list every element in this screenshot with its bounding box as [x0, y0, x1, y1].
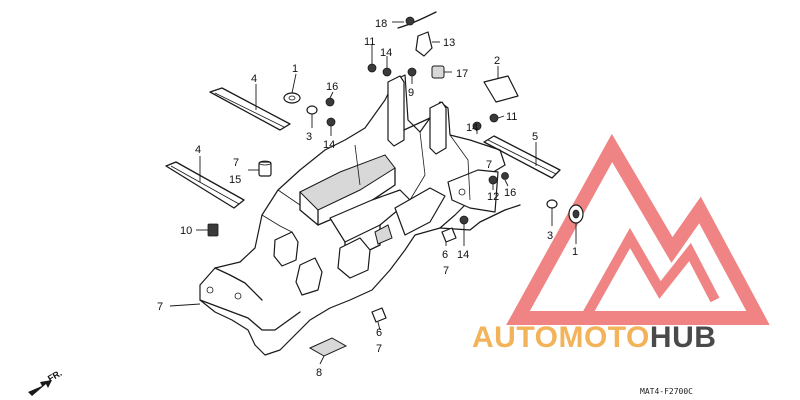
part-4-strap-upper — [209, 87, 291, 131]
callout-c20: 16 — [504, 187, 516, 199]
front-label: FR. — [46, 368, 64, 384]
part-15-collar — [258, 160, 272, 177]
part-3-washer-right — [546, 199, 558, 209]
callout-numbers: 18 13 11 14 17 9 2 4 1 16 3 14 11 14 5 4… — [157, 18, 578, 379]
callout-c8: 4 — [251, 73, 257, 85]
part-2-pad — [483, 75, 519, 103]
callout-c12: 14 — [323, 139, 335, 151]
part-5-strap-right — [483, 135, 561, 179]
watermark-logo — [506, 133, 770, 325]
callout-c17: 7 — [233, 157, 239, 169]
part-18-cable-tie — [397, 11, 437, 29]
part-1-grommet-upper — [283, 92, 301, 104]
part-16-bolt-upper — [325, 97, 335, 107]
watermark-triangle-outer — [506, 133, 770, 325]
part-9-nut — [407, 67, 417, 77]
callout-c11: 3 — [306, 131, 312, 143]
part-4-strap-lower — [165, 161, 245, 209]
callout-c7: 2 — [494, 55, 500, 67]
leader-lines — [169, 21, 577, 365]
part-17-grommet — [431, 65, 445, 79]
part-12-bolt — [488, 175, 498, 185]
part-10-clip — [207, 223, 219, 237]
callout-c3: 11 — [364, 36, 375, 48]
callout-c21: 7 — [486, 159, 492, 171]
part-11-nut-right — [489, 113, 499, 123]
part-14-nut-top — [382, 67, 392, 77]
callout-c4: 14 — [380, 47, 392, 59]
callout-c1: 18 — [375, 18, 387, 30]
callout-c13: 11 — [506, 111, 517, 123]
part-16-bolt-right — [501, 172, 509, 180]
part-1-grommet-right — [568, 204, 584, 224]
rear-fender-frame — [199, 74, 521, 356]
watermark-brand-part1: AUTOMOTO — [472, 321, 650, 354]
part-3-washer-upper — [306, 105, 318, 115]
front-direction-indicator: FR. — [28, 368, 64, 396]
callout-c31: 8 — [316, 367, 322, 379]
callout-c28: 7 — [157, 301, 163, 313]
callout-c14: 14 — [466, 122, 478, 134]
svg-text:AUTOMOTOHUB: AUTOMOTOHUB — [472, 321, 716, 354]
part-13-clip — [415, 31, 433, 57]
part-6-clip-lower — [371, 307, 387, 323]
callout-c10: 16 — [326, 81, 338, 93]
callout-c9: 1 — [292, 63, 298, 75]
front-arrow-icon — [28, 380, 52, 396]
part-14-nut-mid — [459, 215, 469, 225]
callout-c6: 9 — [408, 87, 414, 99]
callout-c15: 5 — [532, 131, 538, 143]
watermark-brand: AUTOMOTOHUB — [472, 321, 716, 354]
callout-c19: 12 — [487, 191, 499, 203]
callout-c18: 15 — [229, 174, 241, 186]
callout-c23: 3 — [547, 230, 553, 242]
part-11-nut-top — [367, 63, 377, 73]
callout-c25: 6 — [442, 249, 448, 261]
part-8-pad — [308, 337, 348, 357]
callout-c2: 13 — [443, 37, 455, 49]
part-14-nut-left — [326, 117, 336, 127]
callout-c29: 6 — [376, 327, 382, 339]
callout-c22: 10 — [180, 225, 192, 237]
watermark-brand-part2: HUB — [650, 321, 717, 354]
callout-c16: 4 — [195, 144, 201, 156]
callout-c24: 1 — [572, 246, 578, 258]
part-6-clip-mid — [441, 227, 457, 243]
callout-c5: 17 — [456, 68, 468, 80]
callout-c30: 7 — [376, 343, 382, 355]
callout-c26: 14 — [457, 249, 469, 261]
callout-c27: 7 — [443, 265, 449, 277]
watermark-triangle-inner — [580, 227, 720, 321]
drawing-code: MAT4-F2700C — [640, 387, 693, 396]
